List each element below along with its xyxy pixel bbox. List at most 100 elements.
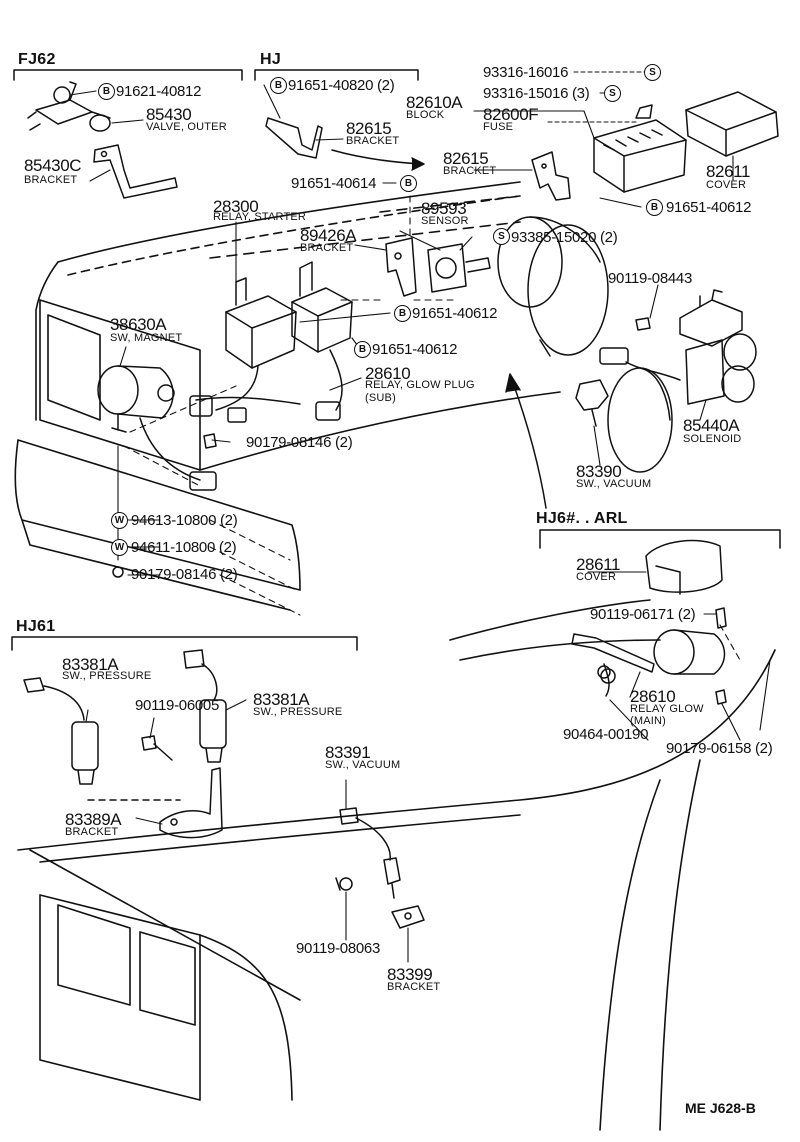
hood-top-edge [57,181,521,263]
part-name-bracket: BRACKET [24,174,78,186]
part-name-main: (MAIN) [630,715,667,727]
part-number-90179-06158: 90179-06158 (2) [666,740,773,757]
part-name-bracket: BRACKET [346,135,400,147]
part-number-28610-main: 28610 [630,687,676,706]
bracket-89426a [385,237,417,297]
engine-right-top [449,599,651,641]
part-number-91651-40614: 91651-40614 [291,175,377,192]
part-name-sw-magnet: SW, MAGNET [110,332,183,344]
part-number-85440a: 85440A [683,416,740,435]
diagram-reference-code: ME J628-B [685,1100,756,1116]
bracket-fj62 [13,69,243,81]
solenoid-85440a [599,289,757,405]
hood-lower-inner [39,814,521,863]
part-name-relay-glow: RELAY GLOW [630,703,704,715]
screw-badge: S [493,228,510,245]
part-number-83391: 83391 [325,743,371,762]
hood-front-edge [35,261,59,421]
relay-starter-28300 [225,277,297,369]
hood-lower-front [29,849,301,1001]
group-label-fj62: FJ62 [18,51,56,68]
part-name-sensor: SENSOR [421,215,469,227]
part-number-90119-08443: 90119-08443 [608,270,693,287]
hood-top-inner [67,195,521,276]
bolt-badge: B [354,341,371,358]
group-label-hj: HJ [260,51,282,68]
hood-lower-edge [17,649,776,851]
bracket-82615-hj [265,117,323,159]
part-number-38630a: 38630A [110,315,167,334]
part-number-83381a-right: 83381A [253,690,310,709]
part-number-82615-b: 82615 [443,149,489,168]
engine-bay-line-1 [209,221,521,259]
part-number-89593: 89593 [421,199,467,218]
fender-right-lower [599,779,661,1131]
screw-badge: S [604,85,621,102]
grille-lower [39,894,201,1101]
part-name-sw-vacuum: SW., VACUUM [576,478,652,490]
part-number-90464-00190: 90464-00190 [563,726,649,743]
part-name-bracket: BRACKET [300,242,354,254]
part-number-91651-40612: 91651-40612 [372,341,458,358]
headlight-lower [57,904,131,1006]
part-number-28300: 28300 [213,197,259,216]
part-name-block: BLOCK [406,109,445,121]
part-number-91651-40820: 91651-40820 (2) [288,77,395,94]
part-number-90179-08146: 90179-08146 (2) [246,434,353,451]
cover-82611 [685,91,779,157]
part-name-bracket: BRACKET [387,981,441,993]
part-name-sub: (SUB) [365,392,396,404]
bracket-hj61 [11,636,358,651]
bracket-85430c [93,144,178,199]
group-label-hj6-arl: HJ6#. . ARL [536,510,628,527]
part-number-83389a: 83389A [65,810,122,829]
arrow-hj-to-block [331,149,421,165]
part-number-90179-08146-b: 90179-08146 (2) [131,566,238,583]
part-number-93316-16016: 93316-16016 [483,64,569,81]
arrow-hj6-head [505,373,521,393]
fuse-block-82610a [593,104,687,193]
sensor-89593 [427,243,491,293]
part-name-sw-vacuum: SW., VACUUM [325,759,401,771]
vacuum-reservoir [497,216,609,357]
part-name-cover: COVER [706,179,747,191]
part-number-90119-08063: 90119-08063 [296,940,381,957]
relay-glow-plug-sub-28610 [291,261,353,353]
part-name-sw-pressure: SW., PRESSURE [253,706,343,718]
part-name-solenoid: SOLENOID [683,433,742,445]
part-name-valve-outer: VALVE, OUTER [146,121,227,133]
engine-right-mid [459,639,661,661]
pressure-switch-83381a-left [23,677,99,785]
part-number-82600f: 82600F [483,105,539,124]
vehicle-body-outline [14,181,561,611]
small-hardware [112,317,727,705]
part-number-85430: 85430 [146,105,192,124]
part-name-relay-glow-plug: RELAY, GLOW PLUG [365,379,475,391]
pressure-switch-83381a-right [183,649,227,763]
relay-glow-main-28610 [571,629,726,697]
part-number-91651-40612: 91651-40612 [666,199,752,216]
part-name-bracket: BRACKET [443,165,497,177]
part-number-94613-10800: 94613-10800 (2) [131,512,238,529]
leader-lines [69,71,771,963]
vacuum-canister-83390 [607,367,673,473]
bolt-badge: B [394,305,411,322]
part-number-83399: 83399 [387,965,433,984]
part-number-82615: 82615 [346,119,392,138]
wiring-harness [189,349,343,423]
front-bumper [14,439,301,591]
bolt-90119-06005 [141,735,173,761]
bracket-83399 [391,905,425,929]
washer-badge: W [111,539,128,556]
group-label-hj61: HJ61 [16,618,56,635]
bolt-badge: B [400,175,417,192]
cover-28611-hj6 [645,539,723,595]
engine-bay-line-2 [379,195,521,213]
headlight-frame [47,314,101,421]
part-number-91621-40812: 91621-40812 [116,83,202,100]
vacuum-switch-83390 [575,379,609,427]
installation-dashes [123,195,741,661]
part-number-91651-40612: 91651-40612 [412,305,498,322]
arrow-head [411,157,425,171]
